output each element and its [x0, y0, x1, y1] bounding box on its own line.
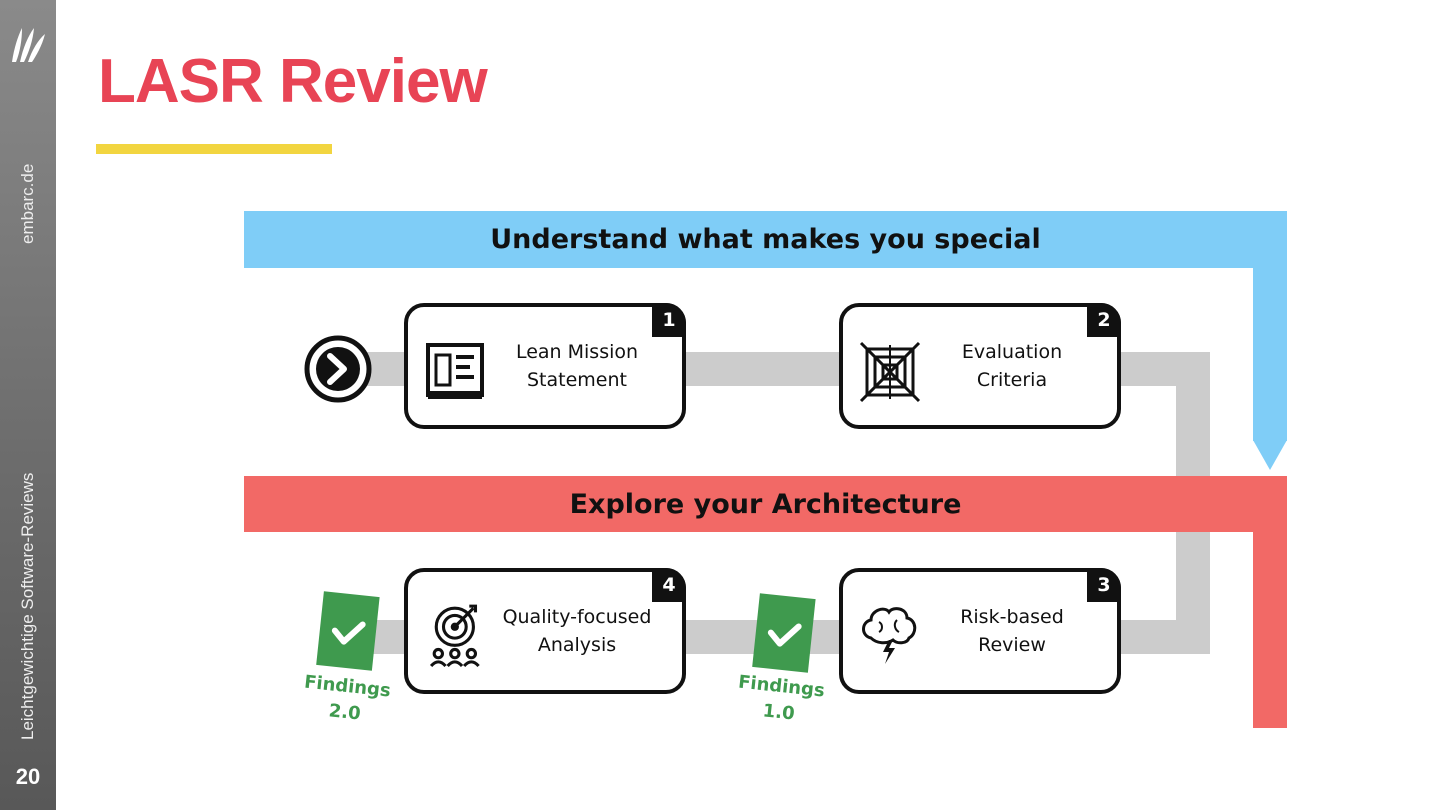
step-label-3-line2: Review — [978, 634, 1046, 656]
mission-statement-icon — [426, 343, 484, 399]
step-card-2: 2 Evaluation Criteria — [839, 303, 1121, 429]
step-label-1: Lean Mission Statement — [492, 307, 662, 425]
step-label-3-line1: Risk-based — [960, 606, 1064, 628]
step-number-4: 4 — [652, 568, 686, 602]
findings-1-doc-icon — [752, 593, 816, 673]
step-card-4: 4 Quality-focused Analysis — [404, 568, 686, 694]
step-number-3: 3 — [1087, 568, 1121, 602]
step-label-3: Risk-based Review — [927, 572, 1097, 690]
step-number-1: 1 — [652, 303, 686, 337]
page-title: LASR Review — [98, 47, 488, 116]
step-label-4-line1: Quality-focused — [502, 606, 652, 628]
findings-2-label: Findings 2.0 — [294, 669, 399, 731]
findings-2-doc-icon — [316, 591, 380, 671]
brain-lightning-icon — [862, 607, 917, 664]
band-red-drop — [1253, 476, 1287, 728]
band-red — [244, 476, 1287, 532]
band-blue-drop — [1253, 211, 1287, 441]
step-number-2: 2 — [1087, 303, 1121, 337]
band-blue — [244, 211, 1287, 268]
step-card-1: 1 Lean Mission Statement — [404, 303, 686, 429]
step-label-2-line1: Evaluation — [961, 341, 1063, 363]
step-label-4-line2: Analysis — [537, 634, 617, 656]
step-label-2: Evaluation Criteria — [927, 307, 1097, 425]
title-underline — [96, 144, 332, 154]
band-explore-label: Explore your Architecture — [569, 489, 962, 520]
step-card-3: 3 Risk-based Review — [839, 568, 1121, 694]
embarc-logo-icon — [12, 28, 45, 62]
band-understand-label: Understand what makes you special — [490, 224, 1041, 255]
target-team-icon — [429, 604, 480, 668]
sidebar: embarc.de Leichtgewichtige Software-Revi… — [0, 0, 56, 810]
band-blue-arrow — [1253, 440, 1287, 470]
page-number: 20 — [15, 764, 41, 789]
step-label-2-line2: Criteria — [976, 369, 1048, 391]
spider-web-icon — [859, 341, 921, 403]
step-label-1-line1: Lean Mission — [515, 341, 639, 363]
findings-1-label: Findings 1.0 — [728, 669, 833, 731]
start-arrow-icon — [304, 335, 372, 403]
step-label-4: Quality-focused Analysis — [492, 572, 662, 690]
step-label-1-line2: Statement — [527, 369, 627, 391]
